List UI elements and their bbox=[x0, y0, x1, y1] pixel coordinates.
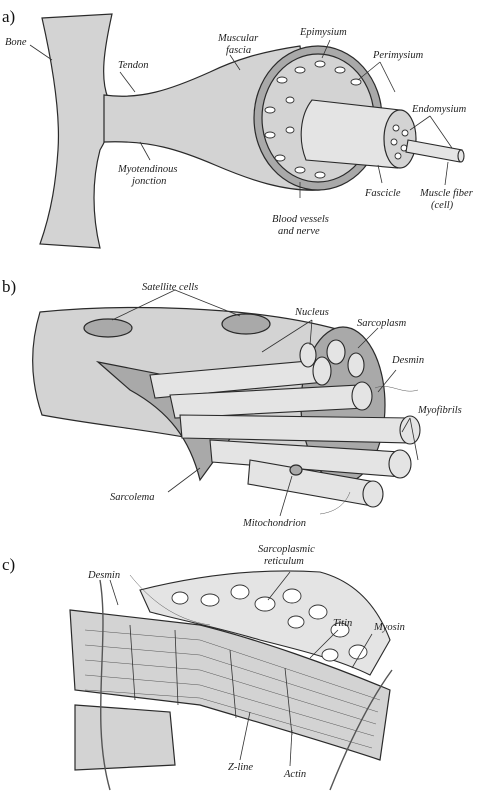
label-z-line: Z-line bbox=[228, 762, 253, 773]
panel-b-letter: b) bbox=[2, 277, 16, 296]
label-endomysium: Endomysium bbox=[411, 104, 467, 115]
panel-c-letter: c) bbox=[2, 555, 15, 574]
label-blood-vessels-2: and nerve bbox=[278, 226, 320, 237]
mitochondrion bbox=[289, 464, 303, 476]
label-fascicle: Fascicle bbox=[364, 188, 401, 199]
label-desmin-b: Desmin bbox=[391, 355, 424, 366]
panel-b: b) bbox=[2, 277, 462, 529]
satellite-cell-1 bbox=[83, 318, 133, 338]
satellite-cell-2 bbox=[221, 313, 271, 335]
fascicle-end bbox=[383, 109, 417, 169]
label-sarcoplasm: Sarcoplasm bbox=[357, 318, 407, 329]
label-actin: Actin bbox=[283, 769, 306, 780]
label-myosin: Myosin bbox=[373, 622, 405, 633]
label-sarcoplasmic-1: Sarcoplasmic bbox=[258, 544, 315, 555]
label-epimysium: Epimysium bbox=[299, 27, 347, 38]
label-titin: Titin bbox=[333, 618, 352, 629]
label-tendon: Tendon bbox=[118, 60, 149, 71]
reticulum-holes bbox=[171, 584, 368, 662]
label-perimysium: Perimysium bbox=[372, 50, 424, 61]
label-desmin-c: Desmin bbox=[87, 570, 120, 581]
label-muscular-fascia-1: Muscular bbox=[217, 33, 259, 44]
muscle-fiber bbox=[405, 139, 463, 163]
label-sarcoplasmic-2: reticulum bbox=[264, 556, 304, 567]
panel-c: c) bbox=[2, 544, 405, 791]
label-muscular-fascia-2: fascia bbox=[226, 45, 251, 56]
myofibril-band bbox=[69, 609, 391, 761]
panel-a: a) bbox=[2, 7, 474, 249]
sarcomere-filaments bbox=[84, 624, 381, 749]
myofibrils-bundle bbox=[149, 339, 421, 508]
label-satellite-cells: Satellite cells bbox=[142, 282, 198, 293]
label-bone: Bone bbox=[5, 37, 27, 48]
label-mitochondrion: Mitochondrion bbox=[242, 518, 306, 529]
label-myofibrils: Myofibrils bbox=[417, 405, 462, 416]
label-blood-vessels-1: Blood vessels bbox=[272, 214, 329, 225]
cross-section-holes bbox=[264, 60, 362, 179]
label-myotendinous-1: Myotendinous bbox=[117, 164, 178, 175]
label-sarcolema: Sarcolema bbox=[110, 492, 155, 503]
bone-shape bbox=[39, 13, 113, 249]
label-myotendinous-2: jonction bbox=[130, 176, 166, 187]
label-muscle-fiber-2: (cell) bbox=[431, 200, 454, 211]
panel-a-letter: a) bbox=[2, 7, 15, 26]
myofibril-band-lower bbox=[74, 704, 176, 771]
label-muscle-fiber-1: Muscle fiber bbox=[419, 188, 474, 199]
label-nucleus: Nucleus bbox=[294, 307, 329, 318]
